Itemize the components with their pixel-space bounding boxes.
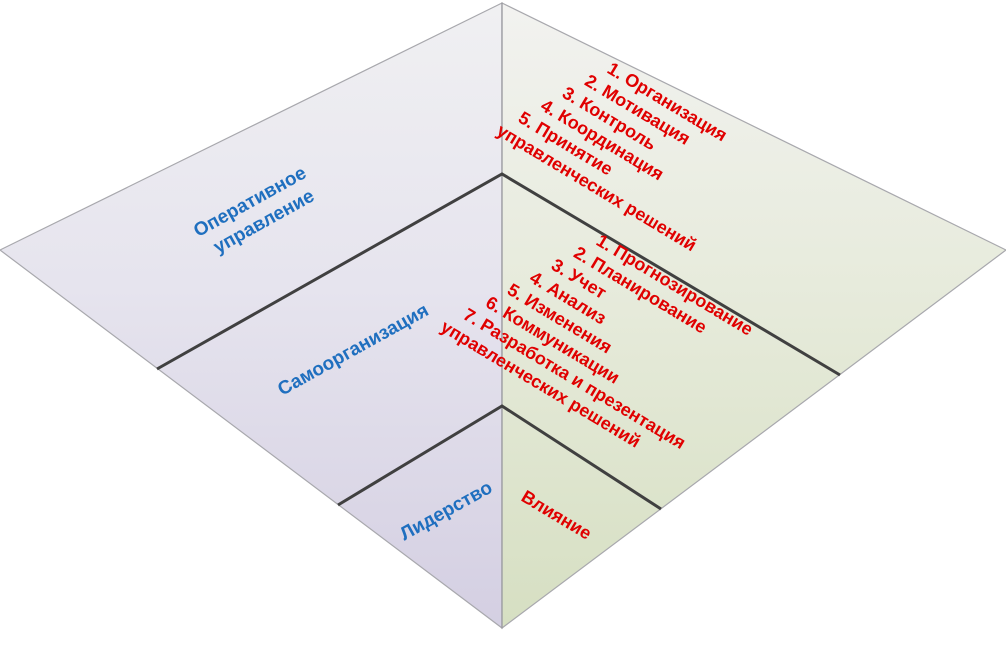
divider-upper [156, 172, 841, 377]
divider-lower [337, 404, 662, 511]
